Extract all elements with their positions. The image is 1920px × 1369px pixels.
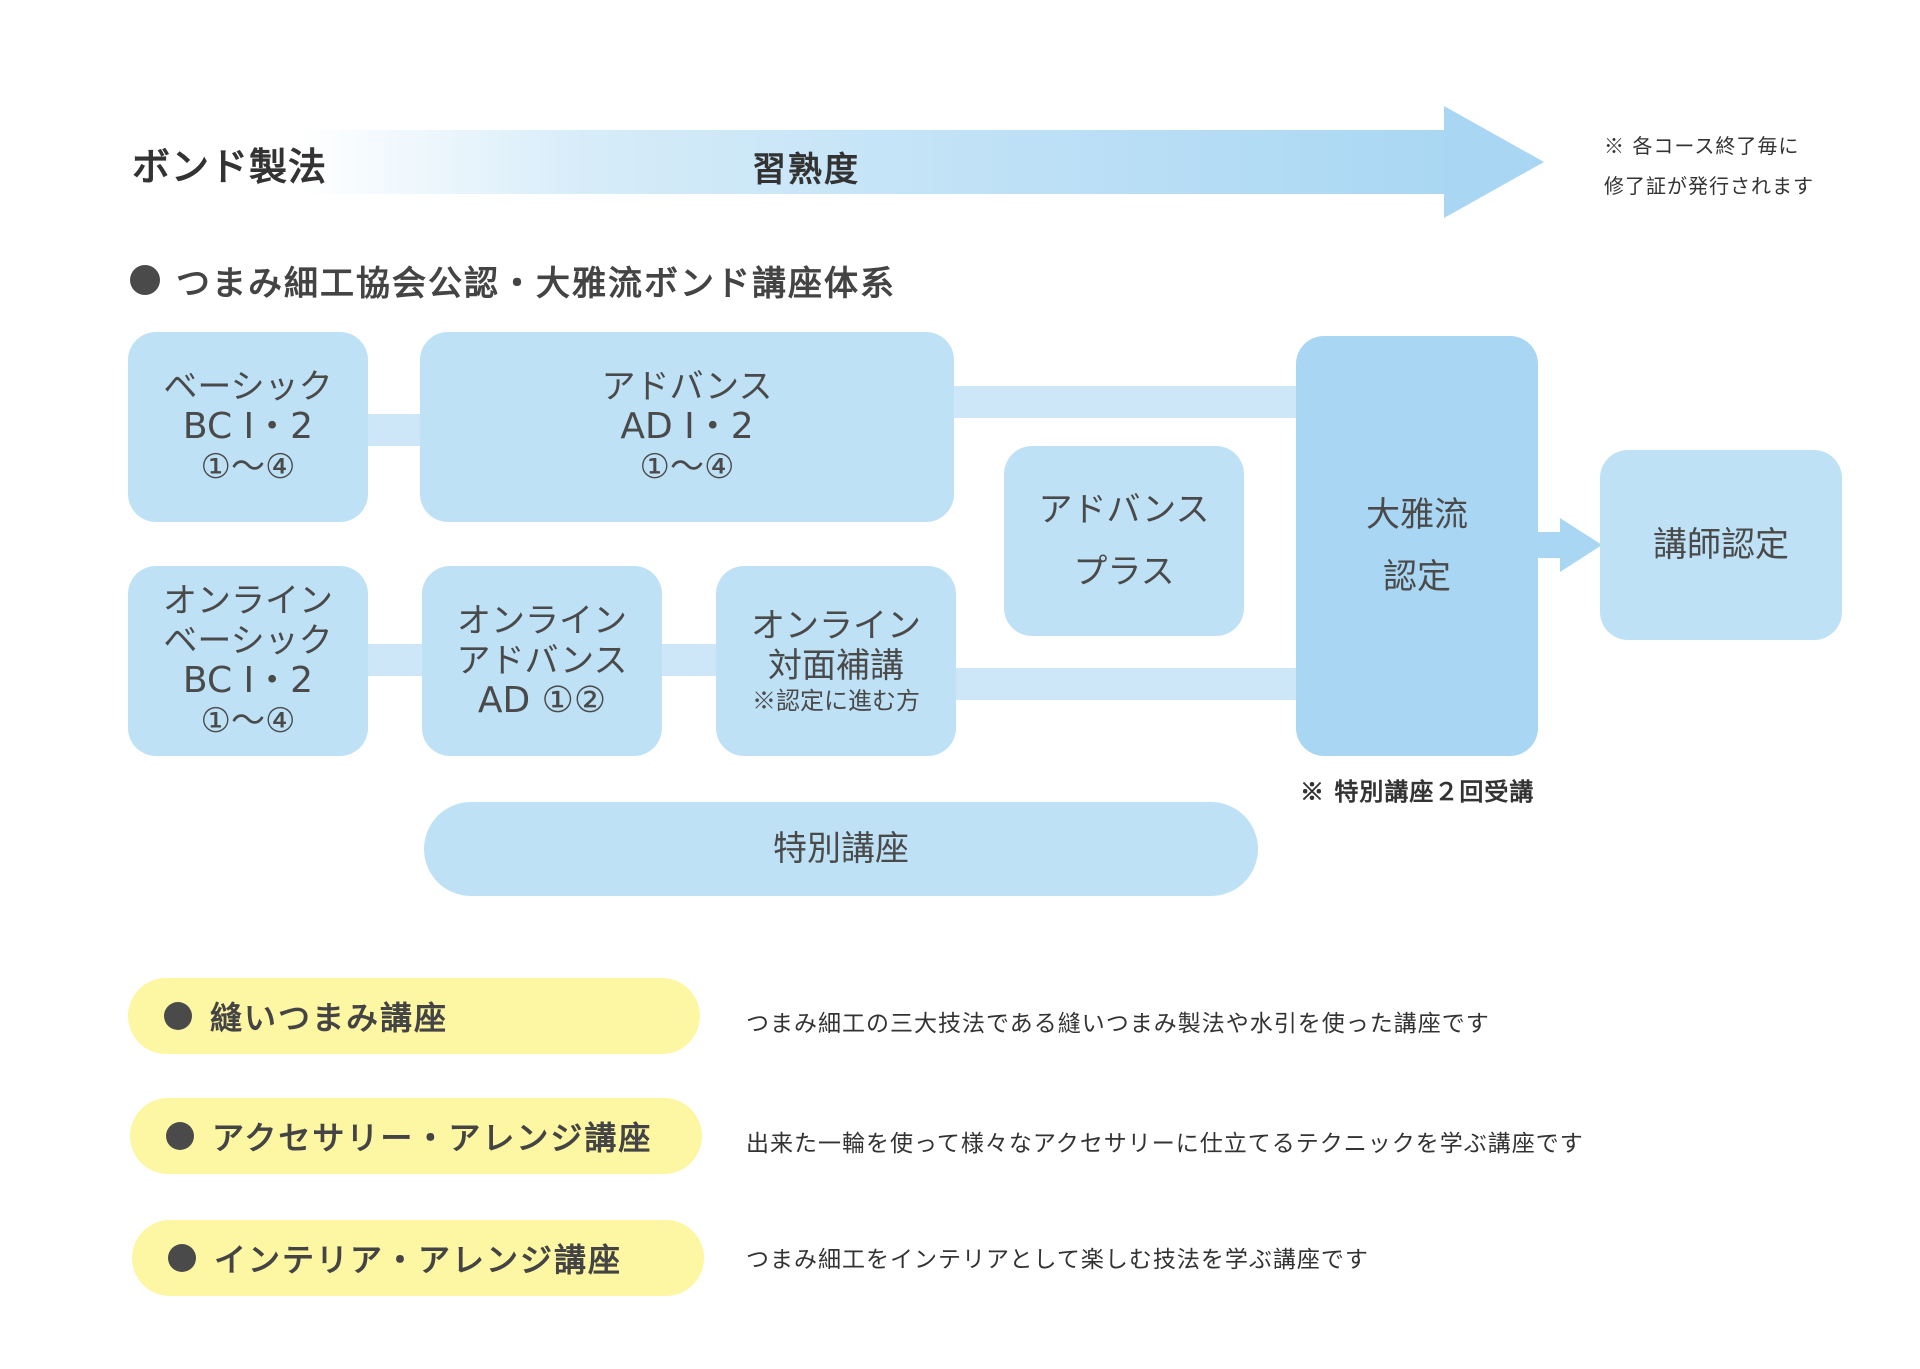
course-bullet — [164, 1002, 192, 1030]
course-description: つまみ細工の三大技法である縫いつまみ製法や水引を使った講座です — [746, 1011, 1490, 1037]
mastery-label: 習熟度 — [752, 150, 860, 190]
course-bullet — [166, 1122, 194, 1150]
instructor-arrow-head — [1560, 518, 1602, 572]
connector-advance-taiga — [954, 386, 1298, 418]
advance-course-title: アドバンス — [601, 367, 773, 407]
special-course-box: 特別講座 — [424, 802, 1258, 896]
connector-onlinebasic-onlineadvance — [368, 644, 424, 676]
course-name: アクセサリー・アレンジ講座 — [212, 1119, 653, 1157]
online-advance-code: AD ①② — [477, 680, 607, 721]
connector-basic-advance — [368, 414, 424, 446]
connector-onlineface-taiga — [956, 668, 1298, 700]
advance-course-range: ①〜④ — [639, 447, 735, 487]
method-label: ボンド製法 — [132, 144, 328, 189]
basic-course-box: ベーシック BC Ⅰ・2 ①〜④ — [128, 332, 368, 522]
course-pill-accessory: アクセサリー・アレンジ講座 — [130, 1098, 702, 1174]
course-bullet — [168, 1244, 196, 1272]
course-description: 出来た一輪を使って様々なアクセサリーに仕立てるテクニックを学ぶ講座です — [746, 1131, 1584, 1157]
special-course-note: ※ 特別講座２回受講 — [1300, 777, 1535, 806]
online-face-line-2: 対面補講 — [768, 646, 904, 686]
course-pill-interior: インテリア・アレンジ講座 — [132, 1220, 704, 1296]
online-face-note: ※認定に進む方 — [752, 687, 920, 715]
certificate-note-line-2: 修了証が発行されます — [1604, 174, 1814, 198]
instructor-certification-label: 講師認定 — [1653, 525, 1789, 565]
advance-plus-title-1: アドバンス — [1038, 490, 1210, 530]
taiga-certification-box: 大雅流 認定 — [1296, 336, 1538, 756]
section-bullet — [130, 265, 160, 295]
taiga-certification-line-2: 認定 — [1383, 557, 1451, 597]
online-basic-box: オンライン ベーシック BC Ⅰ・2 ①〜④ — [128, 566, 368, 756]
online-advance-line-2: アドバンス — [456, 641, 628, 681]
course-description: つまみ細工をインテリアとして楽しむ技法を学ぶ講座です — [746, 1247, 1369, 1273]
course-name: 縫いつまみ講座 — [210, 999, 449, 1037]
online-basic-code: BC Ⅰ・2 — [182, 660, 314, 701]
basic-course-range: ①〜④ — [200, 447, 296, 487]
section-title: つまみ細工協会公認・大雅流ボンド講座体系 — [176, 264, 896, 304]
online-basic-line-2: ベーシック — [163, 621, 333, 661]
course-pill-nui: 縫いつまみ講座 — [128, 978, 700, 1054]
mastery-arrow-bar — [300, 130, 1460, 194]
instructor-arrow-bar — [1538, 532, 1564, 558]
special-course-label: 特別講座 — [773, 829, 909, 869]
online-basic-range: ①〜④ — [200, 701, 296, 741]
instructor-certification-box: 講師認定 — [1600, 450, 1842, 640]
online-basic-line-1: オンライン — [163, 581, 333, 621]
online-face-box: オンライン 対面補講 ※認定に進む方 — [716, 566, 956, 756]
advance-course-box: アドバンス AD Ⅰ・2 ①〜④ — [420, 332, 954, 522]
online-advance-box: オンライン アドバンス AD ①② — [422, 566, 662, 756]
advance-plus-title-2: プラス — [1073, 552, 1175, 592]
basic-course-code: BC Ⅰ・2 — [182, 406, 314, 447]
online-advance-line-1: オンライン — [457, 601, 627, 641]
advance-plus-box: アドバンス プラス — [1004, 446, 1244, 636]
connector-onlineadvance-onlineface — [662, 644, 718, 676]
mastery-arrow-head — [1444, 106, 1544, 218]
certificate-note-line-1: ※ 各コース終了毎に — [1604, 134, 1800, 158]
basic-course-title: ベーシック — [163, 367, 333, 407]
taiga-certification-line-1: 大雅流 — [1366, 495, 1468, 535]
online-face-line-1: オンライン — [751, 606, 921, 646]
advance-course-code: AD Ⅰ・2 — [620, 406, 754, 447]
course-name: インテリア・アレンジ講座 — [214, 1241, 623, 1279]
